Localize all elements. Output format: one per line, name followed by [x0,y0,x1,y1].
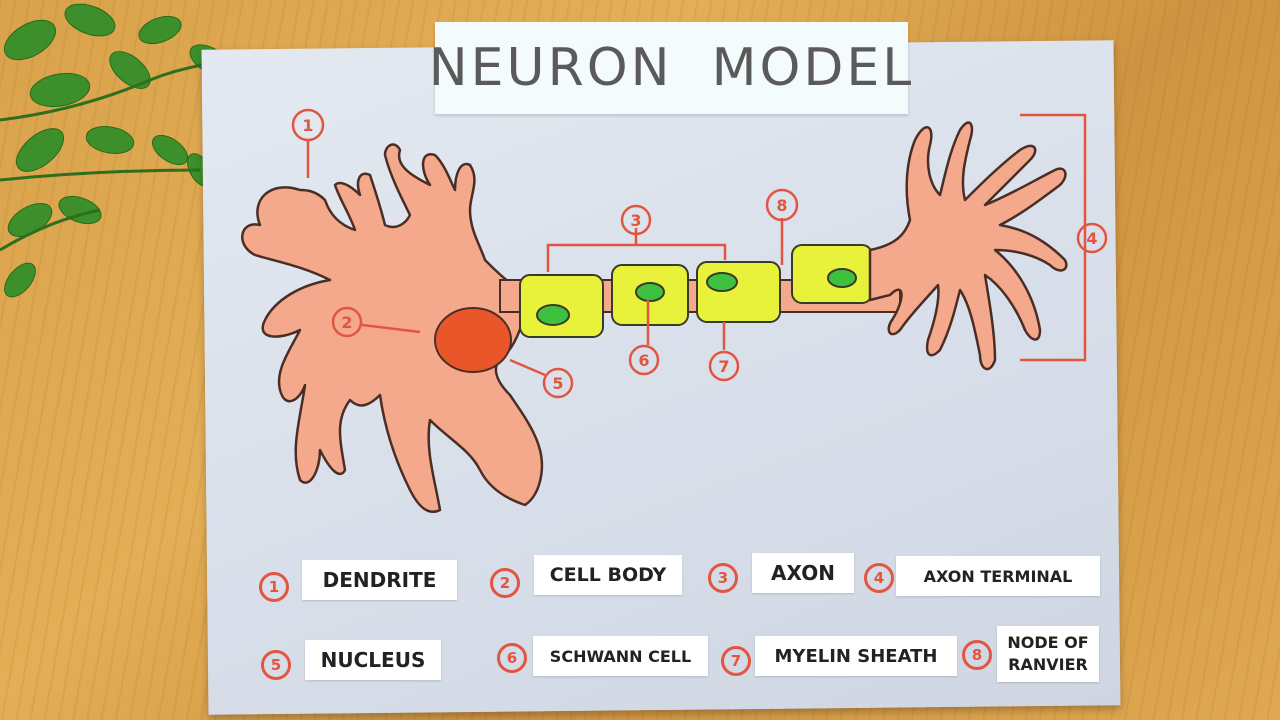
legend-number-6: 6 [497,643,527,673]
schwann-cell-3 [696,261,781,323]
legend-label-axon-terminal: AXON TERMINAL [896,556,1100,596]
marker-1: 1 [302,116,313,135]
title-strip: NEURON MODEL [429,22,911,114]
legend-number-3: 3 [708,563,738,593]
axon-terminal [868,121,1068,371]
annotation-line-cell-body [361,323,421,334]
legend-number-5: 5 [261,650,291,680]
legend-label-schwann-cell: SCHWANN CELL [533,636,708,676]
marker-6: 6 [638,351,649,370]
diagram-number-markers [291,108,1108,399]
marker-5: 5 [552,374,563,393]
marker-circle-2 [331,306,363,338]
schwann-cells [519,244,873,338]
schwann-nucleus-1 [536,304,570,326]
marker-4: 4 [1086,229,1097,248]
legend-label-dendrite: DENDRITE [302,560,457,600]
schwann-nucleus-3 [706,272,738,292]
page-title: NEURON MODEL [428,38,915,98]
legend-number-1: 1 [259,572,289,602]
annotation-line-terminal [1020,113,1087,362]
legend-label-node-of-ranvier: NODE OF RANVIER [997,626,1099,682]
marker-circle-8 [765,188,799,222]
legend-number-4: 4 [864,563,894,593]
legend-label-node-line1: NODE OF [1007,633,1089,652]
annotation-line-axon [546,228,727,272]
marker-circle-5 [542,367,574,399]
marker-circle-7 [708,350,740,382]
schwann-nucleus-2 [635,282,665,302]
marker-circle-1 [291,108,325,142]
legend-label-nucleus: NUCLEUS [305,640,441,680]
nucleus [434,307,512,373]
marker-circle-6 [628,344,660,376]
marker-circle-4 [1076,222,1108,254]
marker-8: 8 [776,196,787,215]
marker-2: 2 [341,313,352,332]
legend-number-2: 2 [490,568,520,598]
marker-circle-3 [620,204,652,236]
legend-label-cell-body: CELL BODY [534,555,682,595]
marker-3: 3 [630,211,641,230]
annotation-lines [306,113,1087,377]
legend-label-node-line2: RANVIER [1008,655,1088,674]
legend-number-8: 8 [962,640,992,670]
schwann-nucleus-4 [827,268,857,288]
marker-7: 7 [718,357,729,376]
legend-label-axon: AXON [752,553,854,593]
legend-label-myelin-sheath: MYELIN SHEATH [755,636,957,676]
annotation-line-nucleus [509,358,546,377]
legend-number-7: 7 [721,646,751,676]
